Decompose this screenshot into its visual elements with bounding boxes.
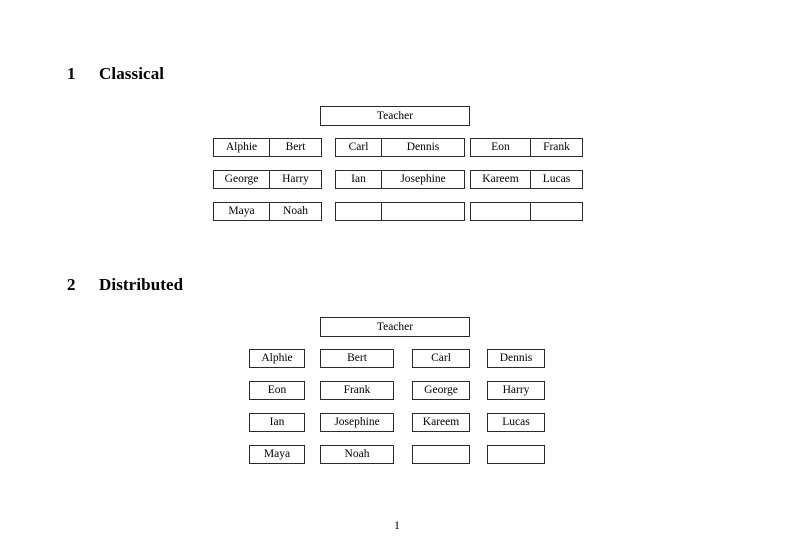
classical-pair-row	[470, 202, 583, 221]
classical-pair-row: Eon Frank	[470, 138, 583, 157]
name-box: Maya	[249, 445, 305, 464]
empty-cell	[530, 203, 582, 220]
name-cell: Ian	[351, 173, 366, 185]
name-box: Noah	[320, 445, 394, 464]
classical-pair-row: Ian Josephine	[335, 170, 465, 189]
name-cell: George	[224, 173, 259, 185]
section-number: 2	[67, 275, 76, 294]
section-title: Classical	[99, 64, 165, 83]
name-box: Josephine	[320, 413, 394, 432]
name-cell: Lucas	[530, 171, 582, 188]
name-box: Bert	[320, 349, 394, 368]
name-cell: Alphie	[225, 141, 258, 153]
name-cell: Noah	[269, 203, 321, 220]
name-box: Harry	[487, 381, 545, 400]
teacher-box-distributed: Teacher	[320, 317, 470, 337]
name-box: Lucas	[487, 413, 545, 432]
section-title: Distributed	[99, 275, 184, 294]
empty-cell	[336, 203, 381, 220]
classical-pair-row: George Harry	[213, 170, 322, 189]
empty-cell	[381, 203, 464, 220]
classical-pair-row: Maya Noah	[213, 202, 322, 221]
name-box: Frank	[320, 381, 394, 400]
name-cell: Eon	[491, 141, 510, 153]
name-cell: Kareem	[482, 173, 519, 185]
name-cell: Josephine	[381, 171, 464, 188]
name-box: Eon	[249, 381, 305, 400]
empty-box	[412, 445, 470, 464]
classical-pair-row: Carl Dennis	[335, 138, 465, 157]
section-heading-distributed: 2 Distributed	[67, 275, 183, 295]
section-number: 1	[67, 64, 76, 83]
name-cell: Frank	[530, 139, 582, 156]
name-box: Dennis	[487, 349, 545, 368]
classical-pair-row: Alphie Bert	[213, 138, 322, 157]
classical-pair-row: Kareem Lucas	[470, 170, 583, 189]
empty-cell	[471, 203, 530, 220]
empty-box	[487, 445, 545, 464]
name-box: George	[412, 381, 470, 400]
teacher-box-classical: Teacher	[320, 106, 470, 126]
name-cell: Bert	[269, 139, 321, 156]
name-box: Ian	[249, 413, 305, 432]
name-cell: Harry	[269, 171, 321, 188]
name-cell: Dennis	[381, 139, 464, 156]
name-box: Carl	[412, 349, 470, 368]
name-box: Kareem	[412, 413, 470, 432]
name-cell: Maya	[228, 205, 255, 217]
name-cell: Carl	[348, 141, 369, 153]
name-box: Alphie	[249, 349, 305, 368]
page-number: 1	[394, 520, 400, 532]
classical-pair-row	[335, 202, 465, 221]
section-heading-classical: 1 Classical	[67, 64, 164, 84]
